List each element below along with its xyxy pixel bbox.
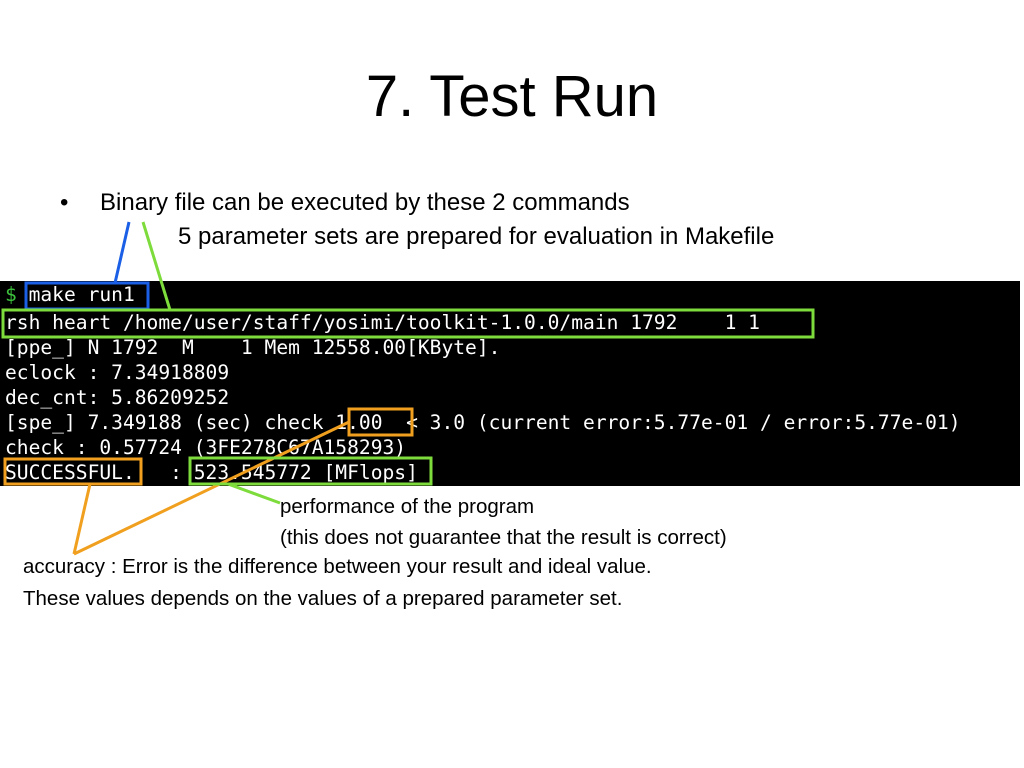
bullet-text: Binary file can be executed by these 2 c… [100,189,630,216]
terminal-line-dec-cnt: dec_cnt: 5.86209252 [5,386,230,409]
accuracy-label-line1: accuracy : Error is the difference betwe… [23,555,652,578]
accuracy-label-line2: These values depends on the values of a … [23,587,623,610]
slide-title: 7. Test Run [365,64,659,129]
terminal-line-check: check : 0.57724 (3FE278C67A158293) [5,436,407,459]
terminal-line-rsh: rsh heart /home/user/staff/yosimi/toolki… [5,311,760,334]
terminal-output: $ make run1 rsh heart /home/user/staff/y… [0,281,1020,486]
connector-line-blue [113,221,131,284]
performance-label-line2: (this does not guarantee that the result… [280,526,727,549]
connector-line-orange-successful [72,483,92,555]
terminal-prompt: $ [5,283,17,306]
terminal-line-ppe: [ppe_] N 1792 M 1 Mem 12558.00[KByte]. [5,336,501,359]
terminal-line-command: $ make run1 [5,282,135,307]
terminal-line-spe: [spe_] 7.349188 (sec) check 1.00 < 3.0 (… [5,411,961,434]
terminal-line-eclock: eclock : 7.34918809 [5,361,230,384]
bullet-marker: • [60,189,69,216]
bullet-subtext: 5 parameter sets are prepared for evalua… [178,223,775,250]
terminal-line-successful: SUCCESSFUL. : 523.545772 [MFlops] [5,461,418,484]
performance-label-line1: performance of the program [280,495,535,518]
command-make-run1: make run1 [28,283,135,306]
connector-line-green-bottom [227,482,281,505]
